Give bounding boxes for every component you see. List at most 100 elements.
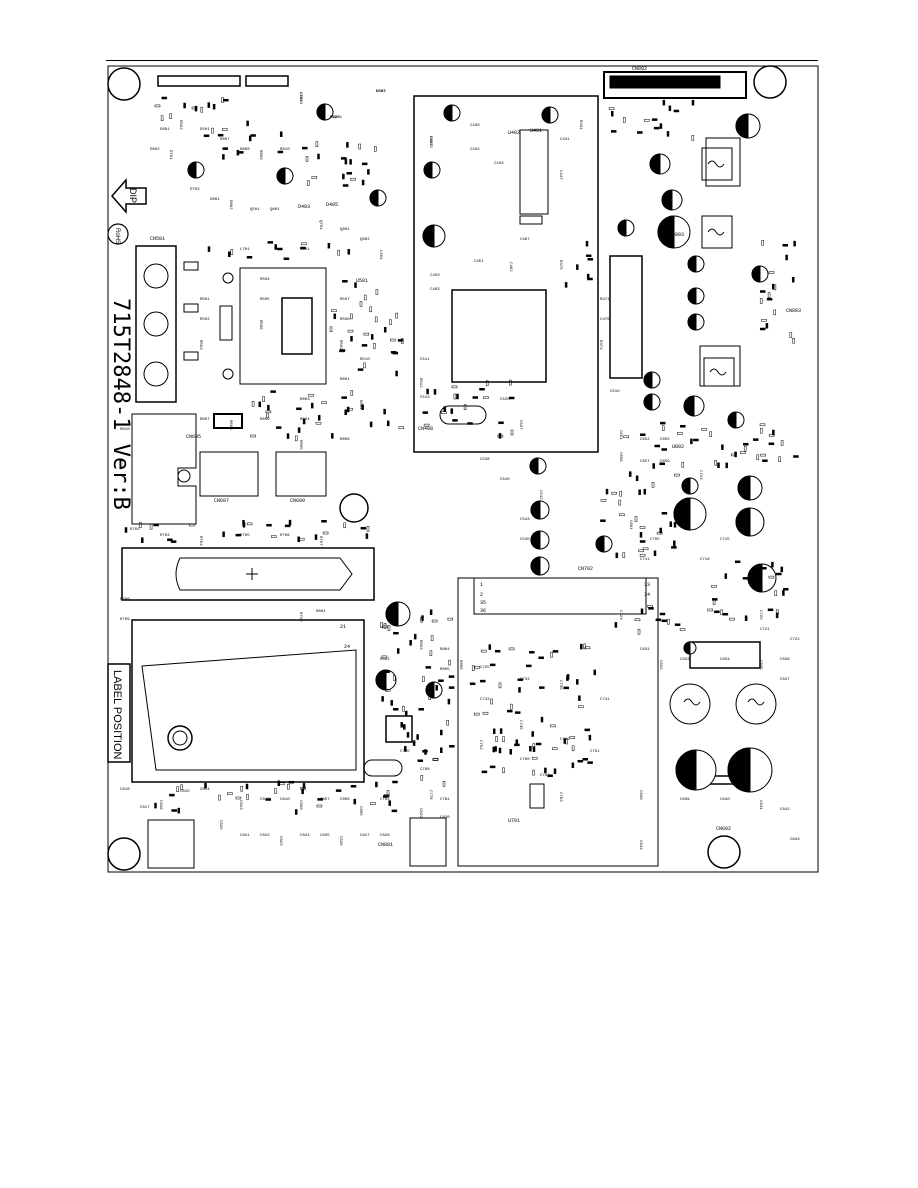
smd-pad — [448, 659, 451, 666]
smd-pad — [392, 619, 398, 623]
smd-pad — [283, 257, 290, 261]
smd-pad — [730, 453, 737, 457]
ic-label: U803 — [672, 232, 684, 238]
smd-pad — [765, 323, 769, 329]
smd-pad — [479, 387, 485, 391]
smd-pad — [776, 609, 779, 615]
smd-pad — [510, 429, 514, 436]
silkscreen-ref: C543 — [520, 518, 530, 522]
smd-pad — [780, 566, 784, 573]
smd-pad — [767, 292, 771, 298]
smd-pad — [322, 531, 329, 535]
smd-pad — [584, 728, 591, 732]
silkscreen-ref: C812 — [260, 798, 270, 802]
smd-pad — [619, 490, 622, 497]
smd-pad — [395, 370, 398, 377]
smd-pad — [578, 695, 581, 701]
smd-pad — [361, 344, 368, 347]
smd-pad — [424, 749, 427, 755]
smd-pad — [418, 708, 424, 711]
silkscreen-ref: C751 — [590, 750, 600, 754]
smd-pad — [420, 616, 423, 623]
smd-pad — [514, 711, 521, 714]
silkscreen-ref: C823 — [278, 836, 282, 846]
smd-pad — [358, 143, 361, 150]
smd-pad — [321, 520, 327, 523]
smd-pad — [341, 157, 347, 160]
smd-pad — [673, 109, 680, 113]
silkscreen-ref: R847 — [376, 90, 386, 94]
smd-pad — [416, 734, 419, 740]
smd-pad — [771, 561, 774, 568]
smd-pad — [274, 788, 277, 794]
smd-pad — [768, 575, 775, 579]
smd-pad — [245, 783, 249, 790]
silkscreen-ref: C661 — [628, 520, 632, 530]
smd-pad — [329, 326, 333, 333]
silkscreen-ref: D701 — [168, 150, 172, 160]
smd-pad — [474, 665, 481, 669]
smd-pad — [532, 746, 536, 752]
silkscreen-ref: R803 — [418, 640, 422, 650]
silkscreen-ref: R706 — [280, 534, 290, 538]
smd-pad — [652, 463, 655, 469]
smd-pad — [532, 769, 535, 776]
smd-pad — [246, 256, 253, 259]
smd-pad — [720, 609, 723, 616]
silkscreen-ref: C545 — [520, 538, 530, 542]
smd-pad — [380, 622, 383, 628]
smd-pad — [404, 746, 407, 752]
connector-label: CN607 — [214, 498, 229, 504]
smd-pad — [335, 789, 342, 792]
smd-pad — [456, 393, 459, 400]
smd-pad — [440, 729, 443, 736]
silkscreen-ref: C805 — [358, 806, 362, 816]
smd-pad — [673, 522, 677, 528]
dip-arrow-icon — [111, 178, 147, 214]
smd-pad — [643, 488, 647, 495]
heatsink-bracket — [131, 413, 327, 525]
smd-pad — [768, 434, 775, 437]
smd-pad — [576, 679, 579, 685]
smd-pad — [337, 249, 340, 256]
smd-pad — [265, 798, 272, 801]
smd-pad — [227, 792, 233, 795]
smd-pad — [302, 146, 308, 150]
silkscreen-ref: C451 — [474, 260, 484, 264]
smd-pad — [762, 459, 768, 462]
silkscreen-ref: C808 — [298, 800, 302, 810]
smd-pad — [393, 675, 396, 681]
smd-pad — [587, 258, 594, 261]
smd-pad — [288, 780, 295, 784]
silkscreen-ref: C763 — [558, 792, 562, 802]
smd-pad — [302, 783, 306, 789]
smd-pad — [472, 396, 479, 399]
silkscreen-ref: R502 — [200, 318, 210, 322]
smd-pad — [363, 294, 367, 301]
smd-pad — [639, 532, 643, 538]
smd-pad — [230, 249, 234, 255]
smd-pad — [674, 623, 681, 626]
smd-pad — [361, 179, 365, 186]
smd-pad — [492, 728, 496, 735]
smd-pad — [154, 104, 161, 108]
silkscreen-ref: R510 — [360, 358, 370, 362]
smd-pad — [402, 705, 405, 712]
smd-pad — [724, 573, 728, 579]
silkscreen-ref: C656 — [618, 452, 622, 462]
silkscreen-ref: R701 — [118, 460, 122, 470]
smd-pad — [346, 172, 353, 175]
ic-label: D403 — [298, 204, 310, 210]
smd-pad — [483, 396, 489, 399]
silkscreen-ref: C815 — [180, 790, 190, 794]
smd-pad — [361, 162, 368, 166]
smd-pad — [760, 453, 766, 457]
pin-number: 2 — [480, 592, 483, 598]
smd-pad — [615, 552, 619, 559]
smd-pad — [353, 798, 357, 805]
smd-pad — [344, 409, 347, 416]
header-rule — [106, 60, 818, 61]
smd-pad — [773, 284, 777, 291]
smd-pad — [310, 402, 314, 409]
smd-pad — [793, 455, 799, 458]
